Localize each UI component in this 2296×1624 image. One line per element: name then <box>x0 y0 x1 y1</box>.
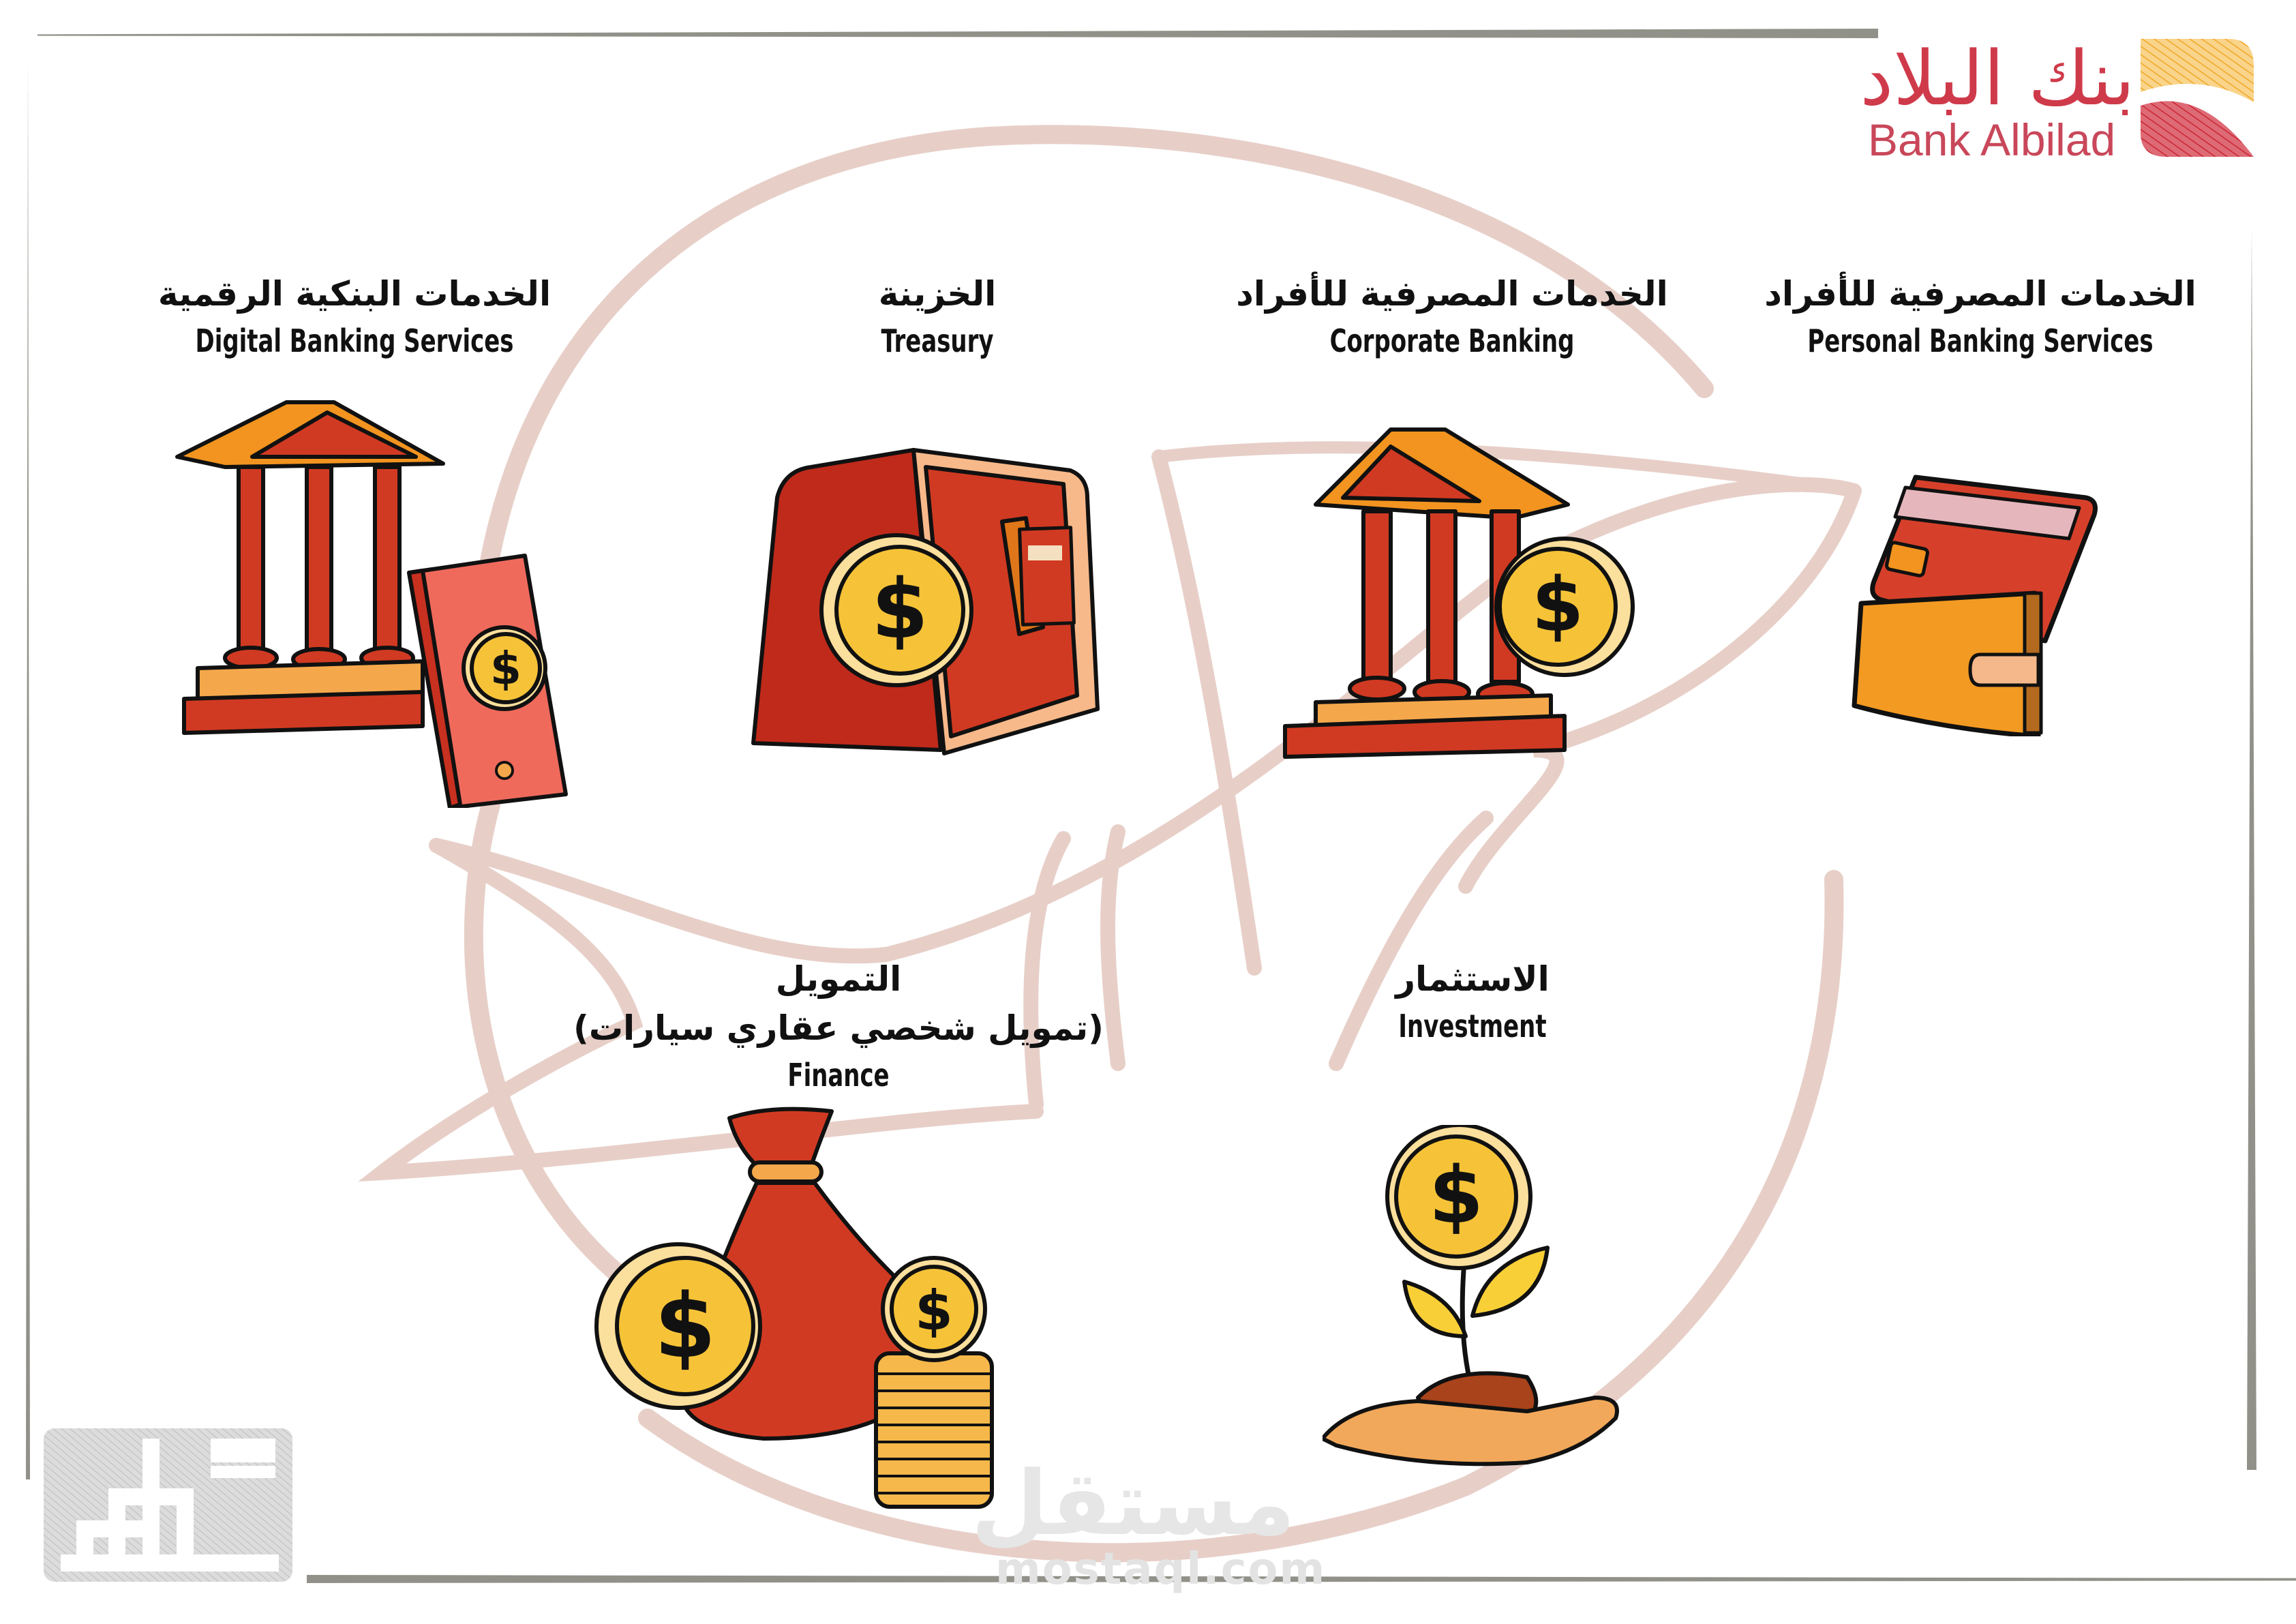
watermark-english: mostaql.com <box>995 1544 1327 1595</box>
service-label-investment: الاستثمار Investment <box>1383 954 1563 1049</box>
service-label-ar-sub: (تمويل شخصي عقاري سيارات) <box>573 1008 1104 1048</box>
logo-mark-icon <box>2141 39 2254 157</box>
mostaql-watermark: مستقل mostaql.com <box>971 1452 1327 1595</box>
logo-english-name: Bank Albilad <box>1868 115 2116 165</box>
service-label-ar: الخزينة <box>878 274 997 314</box>
service-label-en: Investment <box>1398 1008 1547 1044</box>
bank-phone-icon: $ <box>175 400 568 808</box>
service-label-personal: الخدمات المصرفية للأفراد Personal Bankin… <box>1764 269 2196 363</box>
service-label-en: Treasury <box>881 322 994 359</box>
service-label-treasury: الخزينة Treasury <box>868 269 1006 363</box>
service-label-finance: التمويل (تمويل شخصي عقاري سيارات) Financ… <box>573 954 1104 1098</box>
svg-text:$: $ <box>490 642 522 695</box>
wallet-card-icon <box>1852 475 2098 736</box>
service-label-ar: التمويل <box>775 959 903 999</box>
svg-text:$: $ <box>915 1279 953 1342</box>
frame-left-line <box>26 55 30 1479</box>
service-label-en: Digital Banking Services <box>195 322 514 359</box>
service-label-corporate: الخدمات المصرفية للأفراد Corporate Banki… <box>1236 269 1668 363</box>
service-label-ar: الخدمات المصرفية للأفراد <box>1236 274 1668 314</box>
bank-albilad-logo: بنك البلاد Bank Albilad <box>1854 37 2254 164</box>
svg-text:$: $ <box>654 1274 716 1378</box>
designer-logo-card-icon <box>44 1428 292 1582</box>
service-label-ar: الاستثمار <box>1395 959 1550 999</box>
watermark-arabic: مستقل <box>971 1452 1295 1555</box>
coin-plant-hand-icon: $ <box>1323 1125 1619 1467</box>
service-label-en: Personal Banking Services <box>1807 322 2154 359</box>
svg-text:$: $ <box>1429 1150 1483 1242</box>
service-label-en: Finance <box>787 1057 890 1094</box>
logo-arabic-name: بنك البلاد <box>1860 35 2135 122</box>
svg-text:$: $ <box>871 562 928 657</box>
safe-coin-icon: $ <box>751 448 1100 755</box>
money-bag-coins-icon: $ $ <box>594 1107 994 1509</box>
service-label-ar: الخدمات المصرفية للأفراد <box>1764 274 2196 314</box>
bank-coin-icon: $ <box>1283 427 1635 759</box>
service-label-digital: الخدمات البنكية الرقمية Digital Banking … <box>157 269 552 363</box>
service-label-ar: الخدمات البنكية الرقمية <box>157 274 552 314</box>
svg-text:$: $ <box>1532 561 1584 648</box>
service-label-en: Corporate Banking <box>1329 322 1575 359</box>
